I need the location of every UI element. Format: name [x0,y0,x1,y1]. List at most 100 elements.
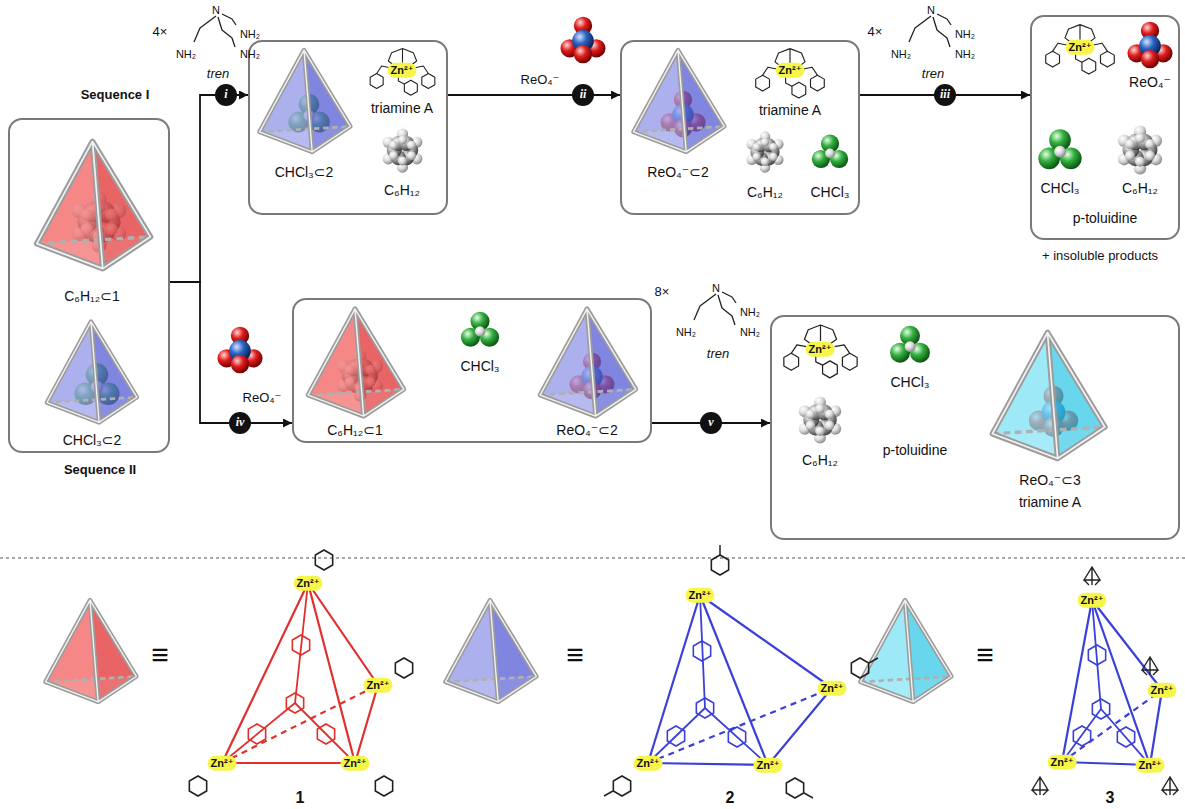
ring [248,724,265,744]
free-molecule [799,396,841,443]
cage-edges [445,600,536,702]
cage-edges [308,309,404,416]
cage-edges [47,322,137,423]
free-molecule [1128,22,1173,69]
species-label: C₆H₁₂ [747,184,783,200]
cage-edges [633,50,724,152]
free-molecule [1038,129,1081,169]
reaction-arrow [170,95,248,282]
atom-label: NH₂ [240,48,260,61]
step-number: ii [572,84,594,106]
ligand-rings [1073,645,1134,747]
ion-label: ReO₄⁻ [243,391,282,406]
ring [189,776,206,796]
metal-label: Zn²⁺ [818,681,847,696]
free-molecule [890,326,930,363]
tolyl-groups [604,545,878,798]
zinc-complex [756,49,825,98]
reaction-arrow [448,94,620,96]
ring [667,726,684,746]
species-label: C₆H₁₂⊂1 [327,422,383,438]
reagent-molecule [561,17,606,64]
cage-edges [259,50,350,152]
ring [696,698,713,718]
note: + insoluble products [1042,249,1158,264]
species-label: triamine A [371,100,433,116]
ring [1092,699,1109,719]
cage-structure [1062,600,1162,765]
sequence-box: CHCl₃⊂2Zn²⁺triamine AC₆H₁₂ [248,40,448,215]
species-label: CHCl₃ [810,184,849,200]
species-label: CHCl₃⊂2 [63,432,122,448]
pyridine-rings [189,550,412,796]
tren-caps [1032,567,1178,795]
methyl-bond [604,545,878,798]
ligand-bond [1062,600,1150,765]
cage-front [259,50,350,152]
structure-number: 2 [726,789,735,807]
cage-bond [222,685,378,763]
tren-cap [1142,657,1158,675]
ligand-rings [248,635,334,744]
atom-label: NH₂ [955,48,975,61]
atom-label: NH₂ [740,326,760,339]
atom-label: NH₂ [740,306,760,319]
reagent-count: 8× [655,285,670,300]
cage-edges [860,600,951,702]
species-label: ReO₄⁻⊂2 [556,422,617,438]
species-label: p-toluidine [883,442,948,458]
ligand-bond [648,595,768,765]
species-label: triamine A [759,102,821,118]
cage-bond [222,583,378,763]
sequence-title: Sequence II [64,463,136,478]
atom-label: N [212,4,220,17]
ligand-bond [222,583,355,763]
cage-front [47,322,137,423]
cage-icon [860,600,951,702]
metal-label: Zn²⁺ [1066,40,1095,55]
cage-front [860,600,951,702]
cage-front [308,309,404,416]
cage-edges [992,333,1105,459]
free-molecule [383,128,423,172]
species-label: ReO₄⁻⊂2 [647,164,708,180]
cage-front [37,141,151,268]
cage-with-guest [992,333,1105,459]
cage-icon [45,600,136,702]
step-number: i [215,84,237,106]
ring [292,635,309,655]
cage-front [540,309,636,416]
tren-structure [694,292,736,325]
tren-structure [194,14,236,47]
ring [1088,645,1105,665]
metal-label: Zn²⁺ [634,756,663,771]
metal-label: Zn²⁺ [1136,758,1165,773]
tren-structure [909,14,951,47]
ring [375,776,392,796]
step-number: v [700,412,722,434]
atom-label: NH₂ [176,48,196,61]
zinc-complex [1046,25,1115,74]
zinc-complex [370,49,435,96]
cage-with-guest [37,141,151,268]
ring [1073,726,1090,746]
metal-label: Zn²⁺ [776,63,805,78]
equivalence-sign: ≡ [151,638,169,673]
cage-with-guest [540,309,636,416]
metal-label: Zn²⁺ [341,756,370,771]
cage-with-guest [259,50,350,152]
ring [613,776,630,796]
metal-label: Zn²⁺ [686,588,715,603]
cage-with-guest [47,322,137,423]
species-label: ReO₄⁻⊂3 [1019,472,1080,488]
species-label: CHCl₃⊂2 [275,164,334,180]
metal-label: Zn²⁺ [294,576,323,591]
species-label: triamine A [1019,494,1081,510]
atom-label: N [712,282,720,295]
reagent-name: tren [922,67,944,82]
ring [851,658,868,678]
structure-number: 1 [296,789,305,807]
